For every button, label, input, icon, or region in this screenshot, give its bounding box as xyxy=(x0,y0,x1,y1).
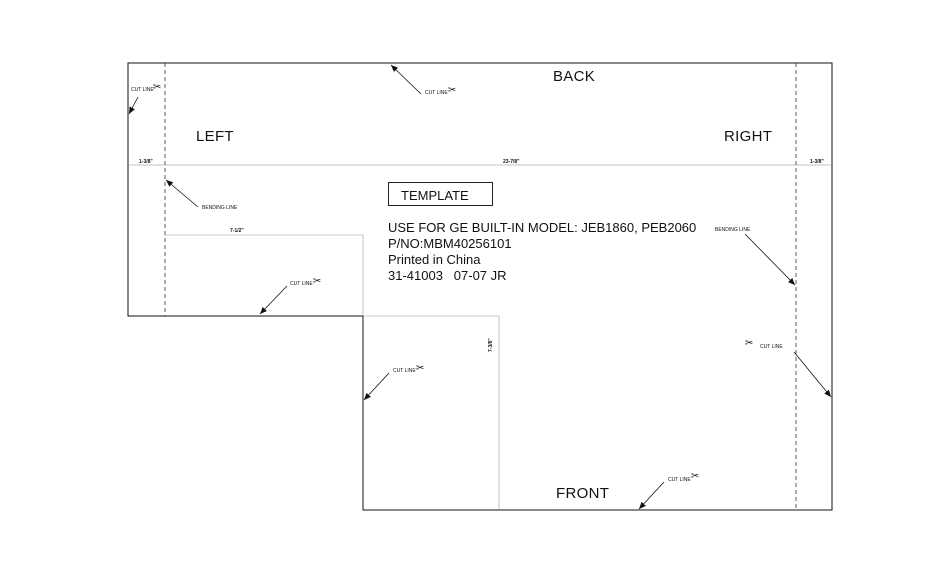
front-depth-dimension: 7-3/8" xyxy=(488,338,494,352)
right-panel-label: RIGHT xyxy=(724,128,773,145)
bending-line-label-right: BENDING LINE xyxy=(715,227,751,233)
cut-line-arrow-top-left xyxy=(128,96,139,115)
cut-line-label-front-left: CUT LINE xyxy=(393,368,416,374)
back-panel-label: BACK xyxy=(553,68,596,85)
cut-line-arrow-back xyxy=(390,64,422,95)
cut-line-arrow-front xyxy=(638,481,665,510)
cut-line-label-top-left: CUT LINE xyxy=(131,87,154,93)
template-outline xyxy=(127,62,833,511)
document-code: 31-41003 07-07 JR xyxy=(388,268,507,283)
scissors-icon: ✂ xyxy=(153,82,162,93)
cut-line-arrow-left-bottom xyxy=(259,285,288,315)
bending-line-label-left: BENDING LINE xyxy=(202,205,238,211)
scissors-icon: ✂ xyxy=(313,276,322,287)
cut-line-arrow-right xyxy=(793,351,832,398)
template-box-label: TEMPLATE xyxy=(401,188,469,203)
model-info-line: USE FOR GE BUILT-IN MODEL: JEB1860, PEB2… xyxy=(388,220,697,235)
cut-line-label-left-bottom: CUT LINE xyxy=(290,281,313,287)
left-inset-dimension: 7-1/2" xyxy=(230,228,244,234)
cut-line-label-front: CUT LINE xyxy=(668,477,691,483)
part-number: P/NO:MBM40256101 xyxy=(388,236,512,251)
template-box: TEMPLATE xyxy=(388,182,493,206)
origin-text: Printed in China xyxy=(388,252,481,267)
scissors-icon: ✂ xyxy=(745,338,754,349)
right-flap-dimension: 1-3/8" xyxy=(810,159,824,165)
bending-line-arrow-left xyxy=(165,179,199,208)
front-panel-label: FRONT xyxy=(556,485,610,502)
cut-line-label-back: CUT LINE xyxy=(425,90,448,96)
scissors-icon: ✂ xyxy=(416,363,425,374)
bending-line-arrow-right xyxy=(744,233,796,286)
scissors-icon: ✂ xyxy=(691,471,700,482)
left-panel-label: LEFT xyxy=(196,128,234,145)
scissors-icon: ✂ xyxy=(448,85,457,96)
cut-line-arrow-front-left xyxy=(363,372,390,401)
cut-line-label-right: CUT LINE xyxy=(760,344,783,350)
overall-width-dimension: 23-7/8" xyxy=(503,159,520,165)
left-flap-dimension: 1-3/8" xyxy=(139,159,153,165)
